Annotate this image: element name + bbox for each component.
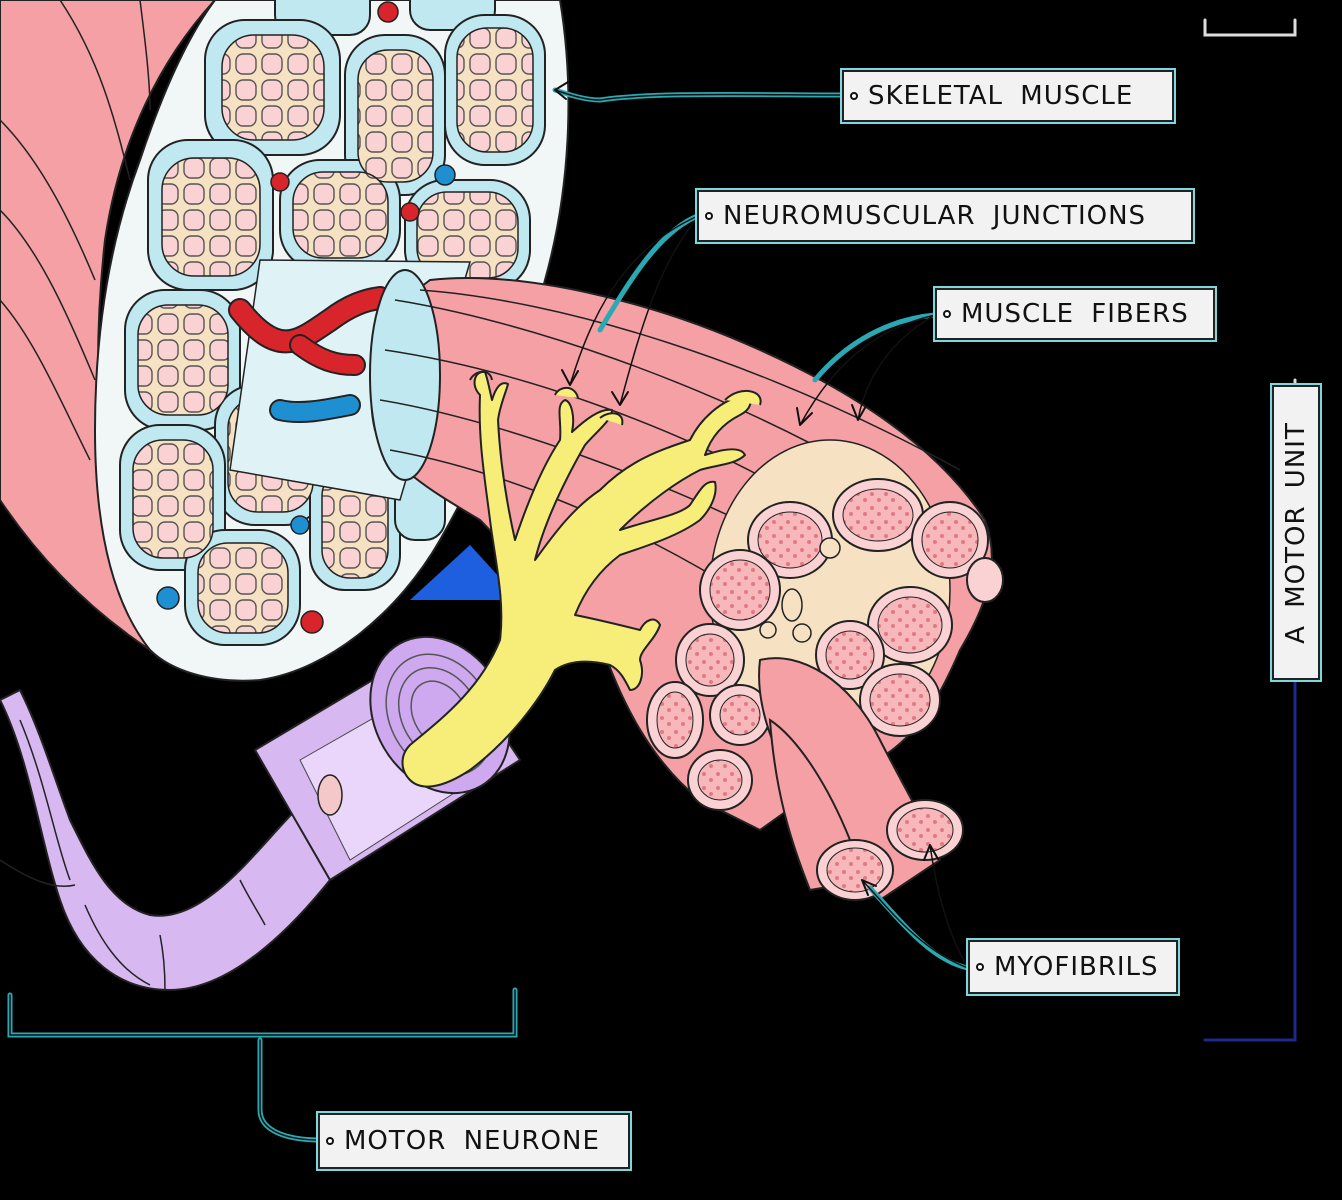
myofibrils-text: MYOFIBRILS bbox=[994, 952, 1159, 982]
motor-neurone-text: MOTOR NEURONE bbox=[344, 1126, 600, 1156]
label-myofibrils: MYOFIBRILS bbox=[968, 940, 1178, 994]
label-anchor-dot bbox=[705, 212, 713, 220]
skeletal-muscle-text: SKELETAL MUSCLE bbox=[868, 81, 1133, 111]
motor-unit-text: A MOTOR UNIT bbox=[1281, 422, 1311, 644]
label-anchor-dot bbox=[976, 963, 984, 971]
label-muscle-fibers: MUSCLE FIBERS bbox=[935, 288, 1215, 340]
label-anchor-dot bbox=[850, 92, 858, 100]
label-anchor-dot bbox=[326, 1137, 334, 1145]
muscle-fibers-text: MUSCLE FIBERS bbox=[961, 299, 1189, 329]
neuromuscular-junctions-text: NEUROMUSCULAR JUNCTIONS bbox=[723, 201, 1146, 231]
label-skeletal-muscle: SKELETAL MUSCLE bbox=[842, 70, 1174, 122]
label-anchor-dot bbox=[943, 310, 951, 318]
label-motor-neurone: MOTOR NEURONE bbox=[318, 1113, 630, 1169]
label-motor-unit: A MOTOR UNIT bbox=[1272, 385, 1320, 680]
label-neuromuscular-junctions: NEUROMUSCULAR JUNCTIONS bbox=[697, 190, 1193, 242]
